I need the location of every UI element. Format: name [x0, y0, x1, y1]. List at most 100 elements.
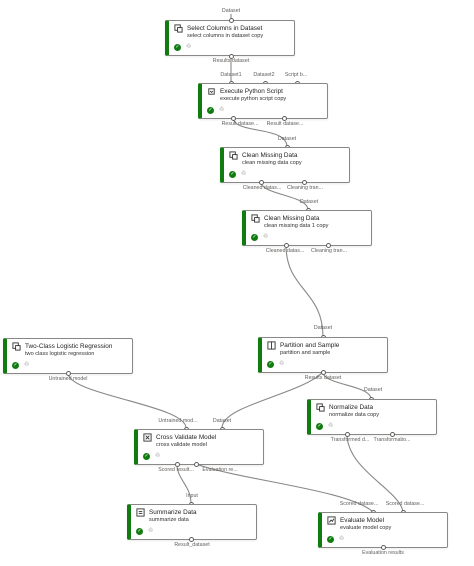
module-subtitle: cross validate model: [156, 442, 207, 448]
port-label: Results dataset: [304, 375, 342, 381]
module-icon: [136, 508, 145, 517]
module-icon: [143, 433, 152, 442]
module-status: ✓ ♲: [327, 536, 344, 543]
output-port[interactable]: [65, 370, 71, 376]
module-icon: [229, 151, 238, 160]
port-label: Result datase...: [266, 121, 304, 127]
edge-cross-to-evaluate: [195, 463, 374, 513]
output-port[interactable]: [380, 544, 386, 550]
module-select-columns[interactable]: Select Columns in Dataset select columns…: [165, 20, 295, 56]
port-label: Dataset: [212, 418, 232, 424]
module-subtitle: two class logistic regression: [25, 351, 95, 357]
module-execute-python[interactable]: Execute Python Script execute python scr…: [198, 83, 328, 119]
edge-partition-to-cross: [221, 371, 324, 429]
module-clean-missing-1[interactable]: Clean Missing Data clean missing data co…: [220, 147, 350, 183]
output-port[interactable]: [344, 431, 350, 437]
edge-logistic-to-cross: [67, 372, 187, 429]
module-title: Summarize Data: [149, 508, 197, 516]
check-icon: ✓: [174, 44, 181, 51]
output-port[interactable]: [193, 461, 199, 467]
port-label: Scored datase...: [385, 501, 425, 507]
module-title: Execute Python Script: [220, 87, 283, 95]
module-subtitle: partition and sample: [280, 350, 331, 356]
module-icon: [251, 214, 260, 223]
output-port[interactable]: [389, 431, 395, 437]
port-label: Dataset: [277, 136, 297, 142]
module-status: ✓ ♲: [143, 453, 160, 460]
port-label: Dataset: [299, 199, 319, 205]
port-label: Dataset2: [253, 72, 275, 78]
module-title: Evaluate Model: [340, 516, 385, 524]
port-label: Evaluation re...: [202, 467, 238, 473]
module-status: ✓ ♲: [251, 234, 268, 241]
port-label: Cleaning tran...: [287, 185, 323, 191]
module-status: ✓ ♲: [229, 171, 246, 178]
port-label: Untrained model: [48, 376, 88, 382]
check-icon: ✓: [251, 234, 258, 241]
input-port[interactable]: [228, 17, 234, 23]
run-icon: ♲: [241, 171, 247, 177]
check-icon: ✓: [136, 528, 143, 535]
check-icon: ✓: [12, 362, 19, 369]
port-label: Cleaning tran...: [311, 248, 347, 254]
module-icon: [267, 341, 276, 350]
module-subtitle: execute python script copy: [220, 96, 287, 102]
module-normalize-data[interactable]: Normalize Data normalize data copy ✓ ♲: [307, 399, 437, 435]
module-clean-missing-2[interactable]: Clean Missing Data clean missing data 1 …: [242, 210, 372, 246]
module-partition-sample[interactable]: Partition and Sample partition and sampl…: [258, 337, 388, 373]
module-logistic-regression[interactable]: Two-Class Logistic Regression two class …: [3, 338, 133, 374]
port-label: Dataset: [313, 325, 333, 331]
module-status: ✓ ♲: [12, 362, 29, 369]
output-port[interactable]: [325, 242, 331, 248]
run-icon: ♲: [148, 528, 154, 534]
module-status: ✓ ♲: [174, 44, 191, 51]
port-label: Result_dataset: [174, 542, 210, 548]
port-label: Result datase...: [221, 121, 259, 127]
check-icon: ✓: [143, 453, 150, 460]
port-label: Cleaned datas...: [265, 248, 305, 254]
module-status: ✓ ♲: [316, 423, 333, 430]
output-port[interactable]: [301, 179, 307, 185]
run-icon: ♲: [263, 234, 269, 240]
port-label: Script b...: [284, 72, 308, 78]
check-icon: ✓: [229, 171, 236, 178]
output-port[interactable]: [320, 369, 326, 375]
edge-clean1-to-clean2: [260, 181, 309, 211]
module-subtitle: clean missing data copy: [242, 160, 302, 166]
run-icon: ♲: [155, 453, 161, 459]
output-port[interactable]: [174, 461, 180, 467]
module-cross-validate[interactable]: Cross Validate Model cross validate mode…: [134, 429, 264, 465]
module-status: ✓ ♲: [136, 528, 153, 535]
edge-partition-to-normalize: [322, 371, 372, 400]
module-subtitle: clean missing data 1 copy: [264, 223, 329, 229]
module-summarize-data[interactable]: Summarize Data summarize data ✓ ♲: [127, 504, 257, 540]
module-evaluate-model[interactable]: Evaluate Model evaluate model copy ✓ ♲: [318, 512, 448, 548]
output-port[interactable]: [283, 242, 289, 248]
run-icon: ♲: [279, 361, 285, 367]
port-label: Evaluation results: [362, 550, 404, 556]
module-subtitle: evaluate model copy: [340, 525, 392, 531]
edge-python-to-clean1: [232, 116, 288, 148]
module-title: Two-Class Logistic Regression: [25, 342, 113, 350]
output-port[interactable]: [230, 115, 236, 121]
output-port[interactable]: [281, 115, 287, 121]
module-title: Cross Validate Model: [156, 433, 217, 441]
run-icon: ♲: [186, 44, 192, 50]
port-label: Transformed d...: [330, 437, 370, 443]
output-port[interactable]: [258, 179, 264, 185]
module-icon: [327, 516, 336, 525]
port-label: Transformatio...: [373, 437, 411, 443]
run-icon: ♲: [328, 423, 334, 429]
module-title: Select Columns in Dataset: [187, 24, 263, 32]
output-port[interactable]: [188, 536, 194, 542]
module-title: Clean Missing Data: [264, 214, 320, 222]
port-label: Cleaned datas...: [242, 185, 282, 191]
module-icon: [174, 24, 183, 33]
module-status: ✓ ♲: [267, 361, 284, 368]
edge-cross-to-summarize: [176, 463, 192, 505]
output-port[interactable]: [228, 53, 234, 59]
module-title: Clean Missing Data: [242, 151, 298, 159]
check-icon: ✓: [327, 536, 334, 543]
port-label: Dataset: [363, 387, 383, 393]
